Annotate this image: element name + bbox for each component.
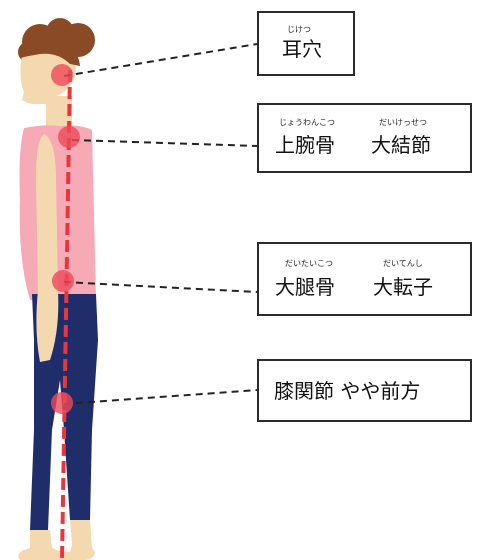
- ruby-ear-hole: じけつ: [287, 24, 311, 35]
- label-knee: 膝関節 やや前方: [257, 359, 472, 422]
- text-greater-trochanter: 大転子: [373, 277, 433, 297]
- ruby-humerus: じょうわんこつ: [279, 117, 335, 128]
- marker-ear: [51, 64, 73, 86]
- ruby-greater-tubercle: だいけっせつ: [379, 117, 427, 128]
- marker-humerus: [58, 126, 80, 148]
- ruby-greater-trochanter: だいてんし: [383, 258, 423, 269]
- text-humerus: 上腕骨: [275, 135, 335, 155]
- text-greater-tubercle: 大結節: [371, 135, 431, 155]
- arm: [36, 134, 58, 362]
- feet: [18, 520, 95, 560]
- marker-femur: [52, 270, 74, 292]
- ruby-femur: だいたいこつ: [285, 258, 333, 269]
- label-humerus: じょうわんこつ 上腕骨 だいけっせつ 大結節: [257, 103, 472, 173]
- text-femur: 大腿骨: [275, 277, 335, 297]
- marker-knee: [51, 392, 73, 414]
- text-knee: 膝関節 やや前方: [274, 381, 420, 401]
- label-ear-hole: じけつ 耳穴: [257, 11, 355, 76]
- text-ear-hole: 耳穴: [282, 39, 322, 59]
- label-femur: だいたいこつ 大腿骨 だいてんし 大転子: [257, 242, 472, 316]
- leader-ear: [64, 44, 257, 76]
- leader-humerus: [72, 140, 257, 146]
